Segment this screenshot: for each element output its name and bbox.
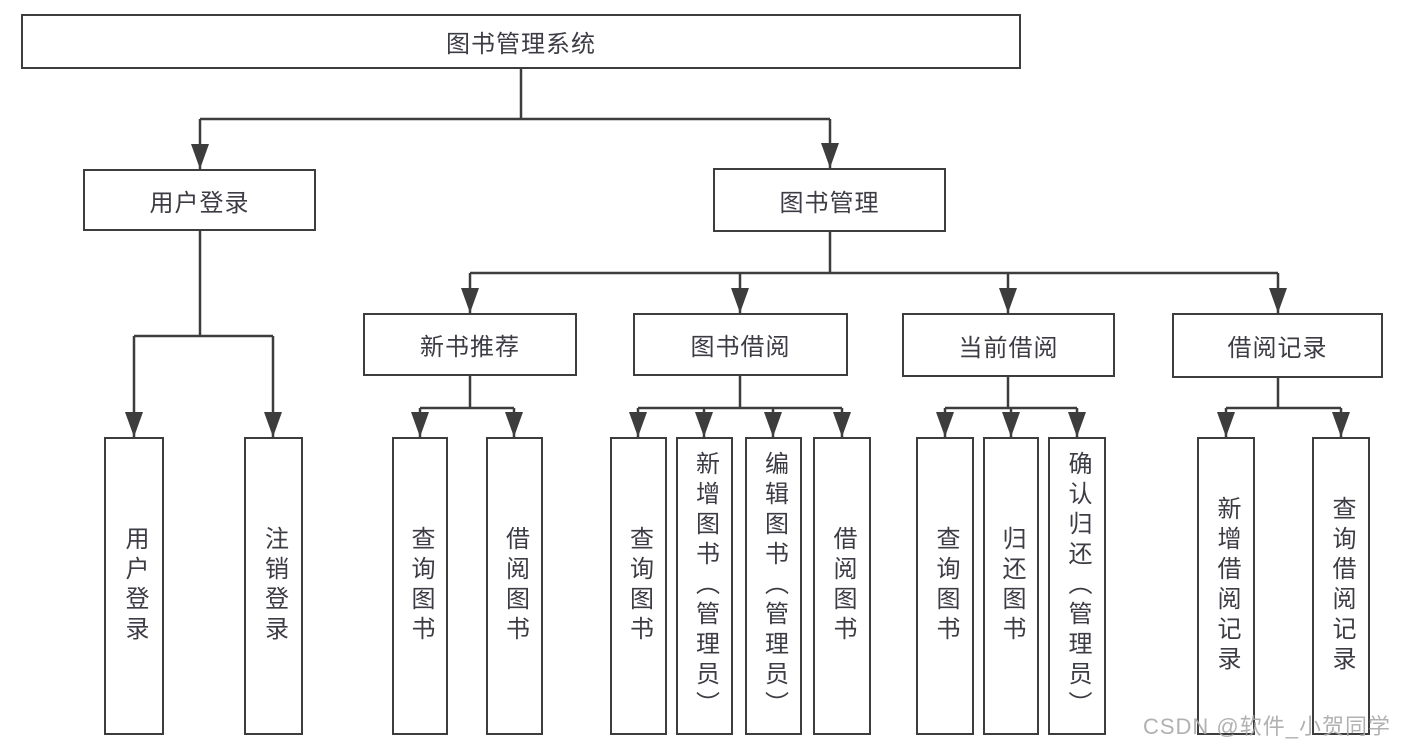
node-book-borrow: 图书借阅 — [633, 313, 848, 376]
node-borrow-records: 借阅记录 — [1172, 313, 1383, 378]
node-label: 图书借阅 — [690, 334, 791, 361]
node-label: 当前借阅 — [958, 334, 1059, 362]
node-label: 借阅图书 — [829, 526, 856, 646]
leaf-borrow-books-2: 借阅图书 — [813, 437, 871, 735]
node-label: 借阅记录 — [1227, 335, 1328, 362]
node-current-borrow: 当前借阅 — [902, 313, 1115, 377]
node-new-book-recommend: 新书推荐 — [363, 313, 577, 376]
node-user-login: 用户登录 — [83, 169, 316, 231]
edges-borrow-records-subtree — [1224, 378, 1343, 437]
edges-root-to-level2 — [198, 69, 832, 169]
leaf-return-book: 归还图书 — [983, 437, 1039, 735]
node-label: 编辑图书（管理员） — [760, 451, 788, 721]
leaf-confirm-return-admin: 确认归还（管理员） — [1048, 437, 1106, 735]
node-label: 新书推荐 — [420, 334, 520, 361]
node-label: 查询图书 — [932, 526, 959, 646]
node-book-management: 图书管理 — [713, 168, 946, 232]
node-label: 新增借阅记录 — [1213, 496, 1240, 676]
edges-book-mgmt-subtree — [468, 232, 1280, 313]
node-label: 新增图书（管理员） — [691, 451, 719, 721]
leaf-query-books-2: 查询图书 — [610, 437, 667, 735]
node-label: 确认归还（管理员） — [1064, 451, 1091, 721]
node-label: 查询图书 — [407, 526, 434, 646]
node-root: 图书管理系统 — [21, 14, 1021, 69]
leaf-logout: 注销登录 — [244, 437, 303, 735]
node-label: 用户登录 — [121, 526, 148, 646]
leaf-query-books-3: 查询图书 — [916, 437, 974, 735]
node-label: 图书管理 — [779, 189, 880, 217]
leaf-borrow-books-1: 借阅图书 — [486, 437, 543, 735]
leaf-edit-book-admin: 编辑图书（管理员） — [745, 437, 802, 735]
node-label: 图书管理系统 — [446, 31, 596, 58]
node-label: 用户登录 — [149, 189, 250, 217]
edges-user-login-subtree — [132, 231, 275, 437]
arrowheads — [125, 143, 1350, 437]
edges-book-borrow-subtree — [636, 376, 844, 437]
node-label: 归还图书 — [998, 526, 1025, 646]
leaf-query-borrow-record: 查询借阅记录 — [1312, 437, 1370, 735]
leaf-query-books-1: 查询图书 — [392, 437, 448, 735]
edges-new-book-subtree — [418, 376, 516, 437]
leaf-add-book-admin: 新增图书（管理员） — [676, 437, 733, 735]
node-label: 注销登录 — [260, 526, 288, 646]
leaf-user-login: 用户登录 — [104, 437, 164, 735]
node-label: 查询图书 — [625, 526, 653, 646]
node-label: 借阅图书 — [501, 526, 529, 646]
csdn-watermark: CSDN @软件_小贺同学 — [1142, 714, 1391, 739]
leaf-add-borrow-record: 新增借阅记录 — [1197, 437, 1255, 735]
node-label: 查询借阅记录 — [1328, 496, 1355, 676]
